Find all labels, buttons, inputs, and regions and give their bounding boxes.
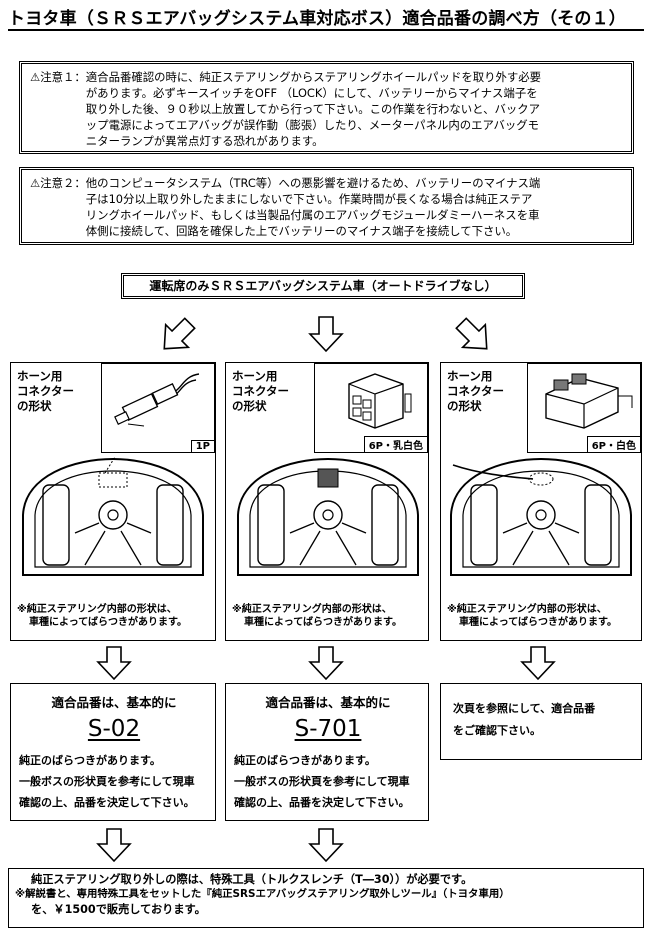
arrow-down-right-icon xyxy=(452,314,496,358)
caution-2-line: 体側に接続して、回路を確保した上でバッテリーのマイナス端子を接続して下さい。 xyxy=(85,224,518,238)
footer-line: ※解説書と、専用特殊工具をセットした『純正SRSエアバッグステアリング取外しツー… xyxy=(15,888,510,900)
connector-1p-icon xyxy=(114,373,200,427)
caution-2-line: リングホイールパッド、もしくは当製品付属のエアバッグモジュールダミーハーネスを車 xyxy=(85,208,540,222)
panel-label: ホーン用 コネクター の形状 xyxy=(17,369,75,413)
connector-panel-6p-white: ホーン用 コネクター の形状 6P・白色 ※純正ステアリング内部の形状は、 車種… xyxy=(440,362,642,641)
result-body: 純正のばらつきがあります。 一般ボスの形状頁を参考にして現車 確認の上、品番を決… xyxy=(234,754,410,809)
arrow-down-icon xyxy=(94,645,134,681)
connector-image-box: 1P xyxy=(101,363,215,453)
caution-2-line: 他のコンピュータシステム（TRC等）への悪影響を避けるため、バッテリーのマイナス… xyxy=(85,176,541,190)
steering-wheel-diagram xyxy=(237,457,419,576)
result-heading: 適合品番は、基本的に xyxy=(265,695,391,710)
caution-2-box: ⚠注意２： 他のコンピュータシステム（TRC等）への悪影響を避けるため、バッテリ… xyxy=(19,167,634,245)
result-heading: 適合品番は、基本的に xyxy=(51,695,177,710)
title-underline xyxy=(8,29,644,31)
condition-banner: 運転席のみＳＲＳエアバッグシステム車（オートドライブなし） xyxy=(121,273,525,299)
steering-wheel-diagram xyxy=(450,457,632,576)
connector-tag: 6P・乳白色 xyxy=(363,436,427,452)
caution-1-line: 取り外した後、９０秒以上放置してから行って下さい。この作業を行わないと、バックア xyxy=(85,102,541,116)
caution-1-line: 適合品番確認の時に、純正ステアリングからステアリングホイールパッドを取り外す必要 xyxy=(85,70,542,84)
connector-tag: 1P xyxy=(190,440,214,452)
footer-line: を、￥1500で販売しております。 xyxy=(31,903,206,916)
connector-6p-white-icon xyxy=(545,373,633,429)
connector-panel-6p-milky: ホーン用 コネクター の形状 6P・乳白色 ※純正ステアリング内部の形状は、 車… xyxy=(225,362,429,641)
arrow-down-icon xyxy=(518,645,558,681)
part-number: S-02 xyxy=(87,716,141,742)
connector-tag: 6P・白色 xyxy=(586,436,640,452)
footer-line: 純正ステアリング取り外しの際は、特殊工具（トルクスレンチ（T―30））が必要です… xyxy=(31,873,473,886)
arrow-down-left-icon xyxy=(155,314,199,358)
connector-6p-icon xyxy=(348,373,412,429)
arrow-down-icon xyxy=(306,314,346,354)
connector-image-box: 6P・白色 xyxy=(527,363,641,453)
special-tool-note: 純正ステアリング取り外しの際は、特殊工具（トルクスレンチ（T―30））が必要です… xyxy=(8,868,644,928)
caution-1-line: ップ電源によってエアバッグが誤作動（膨張）したり、メーターパネル内のエアバッグモ xyxy=(85,118,540,132)
variation-note: ※純正ステアリング内部の形状は、 車種によってばらつきがあります。 xyxy=(17,604,187,628)
panel-label: ホーン用 コネクター の形状 xyxy=(232,369,290,413)
caution-1-box: ⚠注意１： 適合品番確認の時に、純正ステアリングからステアリングホイールパッドを… xyxy=(19,61,634,154)
arrow-down-icon xyxy=(306,645,346,681)
result-box-s02: 適合品番は、基本的に S-02 純正のばらつきがあります。 一般ボスの形状頁を参… xyxy=(10,683,216,821)
result-body: 純正のばらつきがあります。 一般ボスの形状頁を参考にして現車 確認の上、品番を決… xyxy=(19,754,195,809)
caution-2-line: 子は10分以上取り外したままにしないで下さい。作業時間が長くなる場合は純正ステア xyxy=(85,192,533,206)
page-title: トヨタ車（ＳＲＳエアバッグシステム車対応ボス）適合品番の調べ方（その１） xyxy=(8,9,627,29)
result-box-see-next-page: 次頁を参照にして、適合品番 をご確認下さい。 xyxy=(440,683,642,760)
variation-note: ※純正ステアリング内部の形状は、 車種によってばらつきがあります。 xyxy=(447,604,617,628)
steering-wheel-diagram xyxy=(22,456,204,576)
arrow-down-icon xyxy=(306,827,346,863)
connector-panel-1p: ホーン用 コネクター の形状 1P ※純正ステアリング内部の形状は、 車種によっ… xyxy=(10,362,216,641)
part-number: S-701 xyxy=(294,716,362,742)
variation-note: ※純正ステアリング内部の形状は、 車種によってばらつきがあります。 xyxy=(232,604,402,628)
caution-1-label: ⚠注意１： xyxy=(30,70,86,84)
arrow-down-icon xyxy=(94,827,134,863)
caution-1-line: ニターランプが異常点灯する恐れがあります。 xyxy=(85,134,324,148)
result-box-s701: 適合品番は、基本的に S-701 純正のばらつきがあります。 一般ボスの形状頁を… xyxy=(225,683,429,821)
result-body: 次頁を参照にして、適合品番 をご確認下さい。 xyxy=(453,702,596,737)
connector-image-box: 6P・乳白色 xyxy=(314,363,428,453)
panel-label: ホーン用 コネクター の形状 xyxy=(447,369,505,413)
caution-1-line: があります。必ずキースイッチをOFF （LOCK）にして、バッテリーからマイナス… xyxy=(85,86,538,100)
caution-2-label: ⚠注意２： xyxy=(30,176,86,190)
